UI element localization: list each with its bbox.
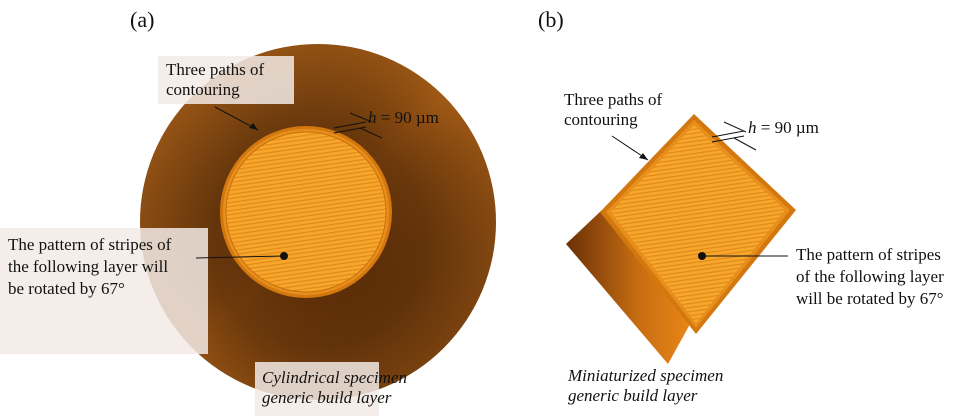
h-label-b: h = 90 µm <box>748 118 819 138</box>
stripe-label-a: The pattern of stripes of the following … <box>8 235 172 298</box>
stripe-marker-a <box>280 252 288 260</box>
stripe-marker-b <box>698 252 706 260</box>
miniature-specimen <box>566 114 796 364</box>
h-marker-a <box>333 121 367 129</box>
h-value-a: = 90 µm <box>380 108 439 127</box>
caption-b: Miniaturized specimen generic build laye… <box>568 366 724 405</box>
contour-label-box-a <box>158 56 294 104</box>
stripe-label-b: The pattern of stripes of the following … <box>796 245 944 308</box>
caption-a: Cylindrical specimen generic build layer <box>262 368 407 407</box>
h-symbol-a: h <box>368 108 377 127</box>
stripe-label-box-a <box>0 228 208 354</box>
cylinder-specimen <box>140 44 496 400</box>
miniature-side-face <box>566 210 700 364</box>
panel-label-a: (a) <box>130 7 155 32</box>
stripe-leader-a <box>195 255 285 259</box>
panel-label-b: (b) <box>538 7 564 32</box>
caption-box-a <box>255 362 379 416</box>
h-value-b: = 90 µm <box>760 118 819 137</box>
miniature-layer-stripes <box>611 125 785 323</box>
contour-label-b: Three paths of contouring <box>564 90 663 129</box>
cylinder-layer-stripes <box>226 132 386 292</box>
h-marker-b <box>711 130 745 138</box>
h-label-a: h = 90 µm <box>368 108 439 128</box>
contour-label-a: Three paths of contouring <box>166 60 265 99</box>
h-symbol-b: h <box>748 118 757 137</box>
